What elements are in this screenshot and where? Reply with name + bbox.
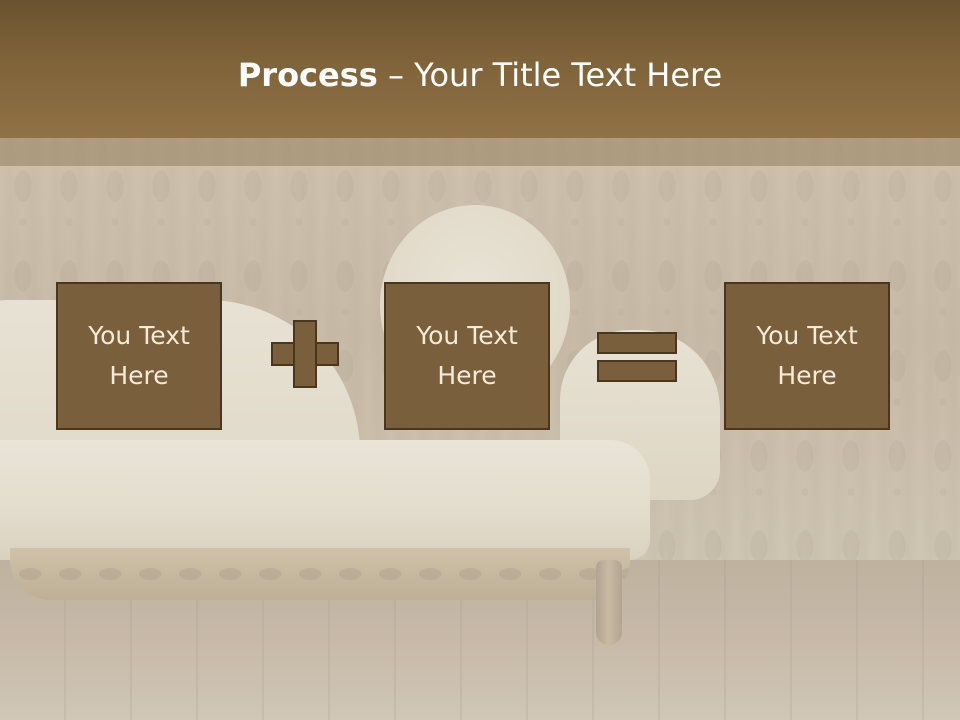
process-box-line2: Here [109, 361, 169, 390]
equals-icon-lower-bar [597, 360, 677, 382]
equals-icon [597, 332, 677, 354]
process-box-3[interactable]: You Text Here [724, 282, 890, 430]
process-box-line2: Here [777, 361, 837, 390]
process-box-text: You Text Here [392, 316, 542, 396]
process-box-1[interactable]: You Text Here [56, 282, 222, 430]
title-bar-band [0, 138, 960, 166]
plus-icon-center [295, 344, 315, 364]
slide-title[interactable]: Process – Your Title Text Here [0, 52, 960, 98]
process-box-line1: You Text [88, 321, 190, 350]
process-box-line1: You Text [756, 321, 858, 350]
title-bar [0, 0, 960, 138]
process-box-text: You Text Here [64, 316, 214, 396]
slide-title-bold: Process [237, 56, 378, 94]
process-box-2[interactable]: You Text Here [384, 282, 550, 430]
process-box-line1: You Text [416, 321, 518, 350]
process-box-text: You Text Here [732, 316, 882, 396]
slide-title-rest: – Your Title Text Here [377, 56, 723, 94]
process-box-line2: Here [437, 361, 497, 390]
